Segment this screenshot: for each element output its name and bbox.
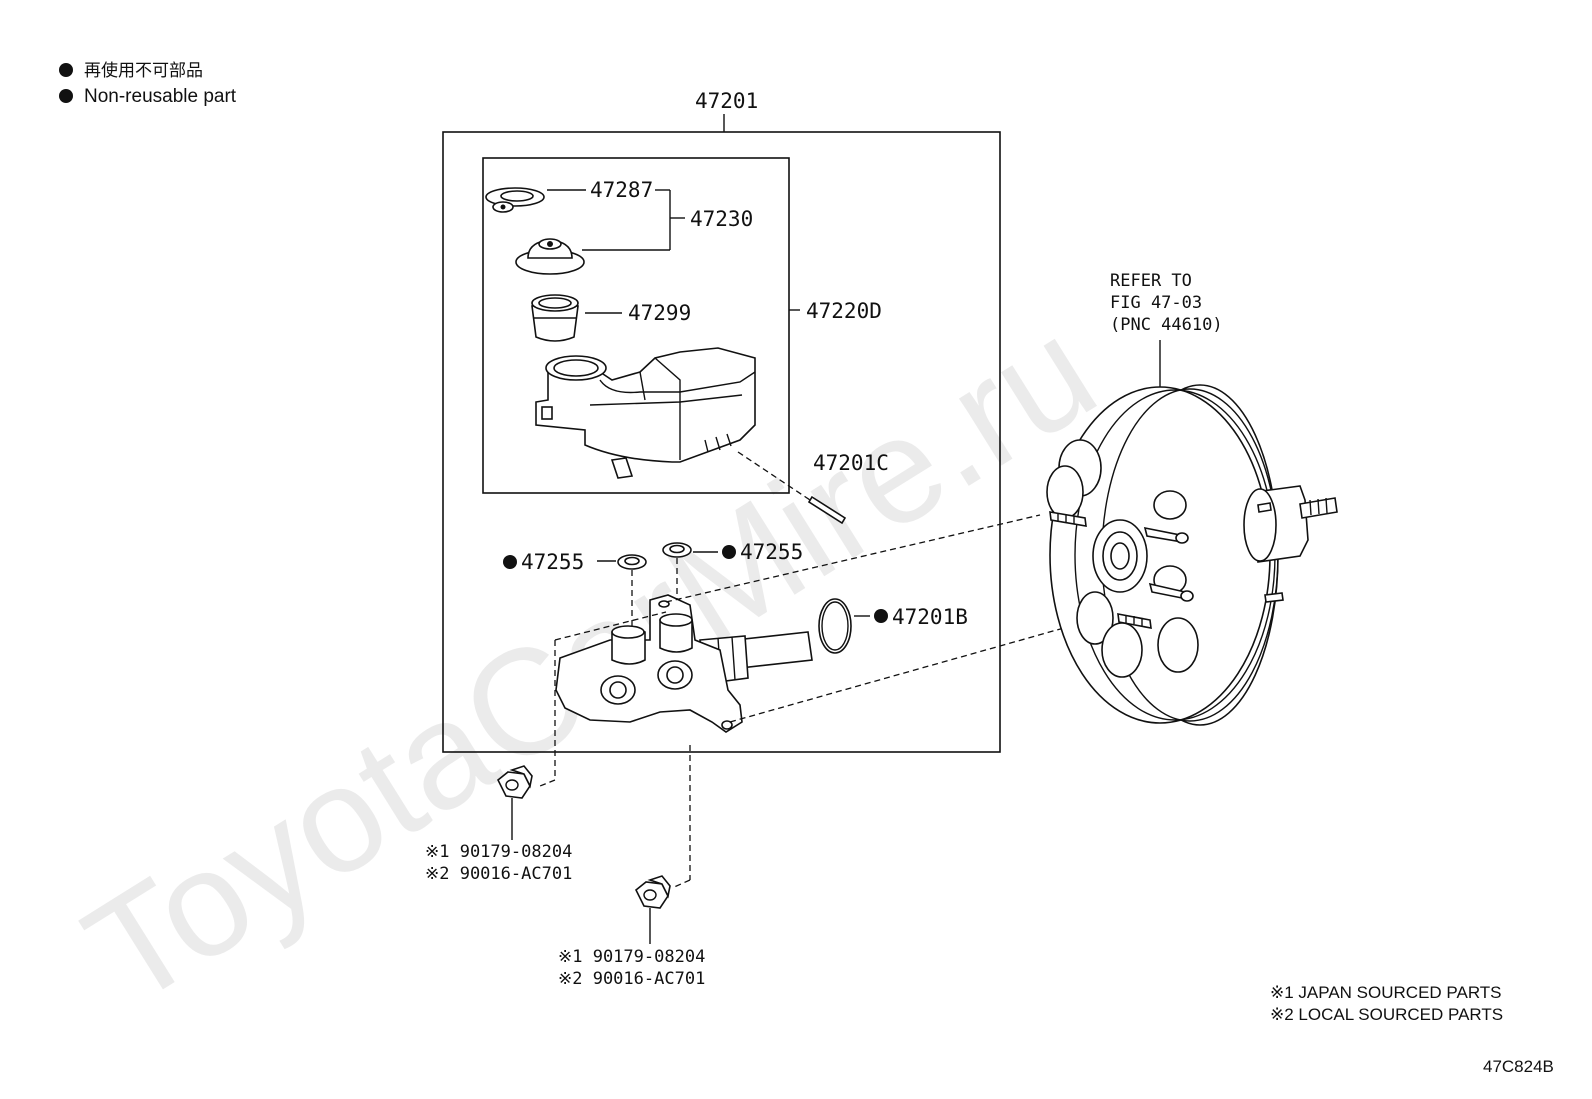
- legend-english: Non-reusable part: [84, 86, 237, 107]
- flange-nut-2: [634, 875, 671, 909]
- non-reusable-dot-icon: [503, 555, 517, 569]
- reservoir-cap: [515, 238, 585, 275]
- non-reusable-dot-icon: [874, 609, 888, 623]
- nut2-part-japan: ※1 90179-08204: [558, 947, 705, 967]
- label-47255-right: 47255: [740, 540, 803, 564]
- booster-ref-line1: REFER TO: [1110, 271, 1192, 291]
- label-47255-left: 47255: [521, 550, 584, 574]
- grommet-left: [617, 554, 647, 570]
- non-reusable-dot-icon: [59, 89, 73, 103]
- flange-nut-1: [496, 765, 533, 799]
- brake-fluid-reservoir: [535, 347, 756, 479]
- label-47201C: 47201C: [813, 451, 889, 475]
- legend: 再使用不可部品 Non-reusable part: [59, 60, 237, 107]
- non-reusable-dot-icon: [59, 63, 73, 77]
- label-47299: 47299: [628, 301, 691, 325]
- nut1-part-local: ※2 90016-AC701: [425, 864, 572, 884]
- non-reusable-dot-icon: [722, 545, 736, 559]
- o-ring: [818, 598, 852, 654]
- nut2-part-local: ※2 90016-AC701: [558, 969, 705, 989]
- label-47220D: 47220D: [806, 299, 882, 323]
- brake-booster: [1046, 384, 1338, 726]
- label-47201: 47201: [695, 89, 758, 113]
- label-47230: 47230: [690, 207, 753, 231]
- legend-japanese: 再使用不可部品: [84, 60, 203, 81]
- figure-id: 47C824B: [1483, 1057, 1554, 1076]
- reservoir-gasket: [485, 187, 545, 213]
- booster-ref-line2: FIG 47-03: [1110, 293, 1202, 313]
- reservoir-strainer: [531, 294, 579, 342]
- reservoir-pin: [807, 495, 847, 525]
- grommet-right: [662, 542, 692, 558]
- assembly-frame: [442, 131, 1001, 753]
- nut1-part-japan: ※1 90179-08204: [425, 842, 572, 862]
- note-japan-sourced: ※1 JAPAN SOURCED PARTS: [1270, 983, 1502, 1002]
- note-local-sourced: ※2 LOCAL SOURCED PARTS: [1270, 1005, 1503, 1024]
- brake-master-cylinder: [555, 594, 813, 733]
- label-47287: 47287: [590, 178, 653, 202]
- label-47201B: 47201B: [892, 605, 968, 629]
- booster-ref-line3: (PNC 44610): [1110, 315, 1223, 335]
- reservoir-frame: [482, 157, 790, 494]
